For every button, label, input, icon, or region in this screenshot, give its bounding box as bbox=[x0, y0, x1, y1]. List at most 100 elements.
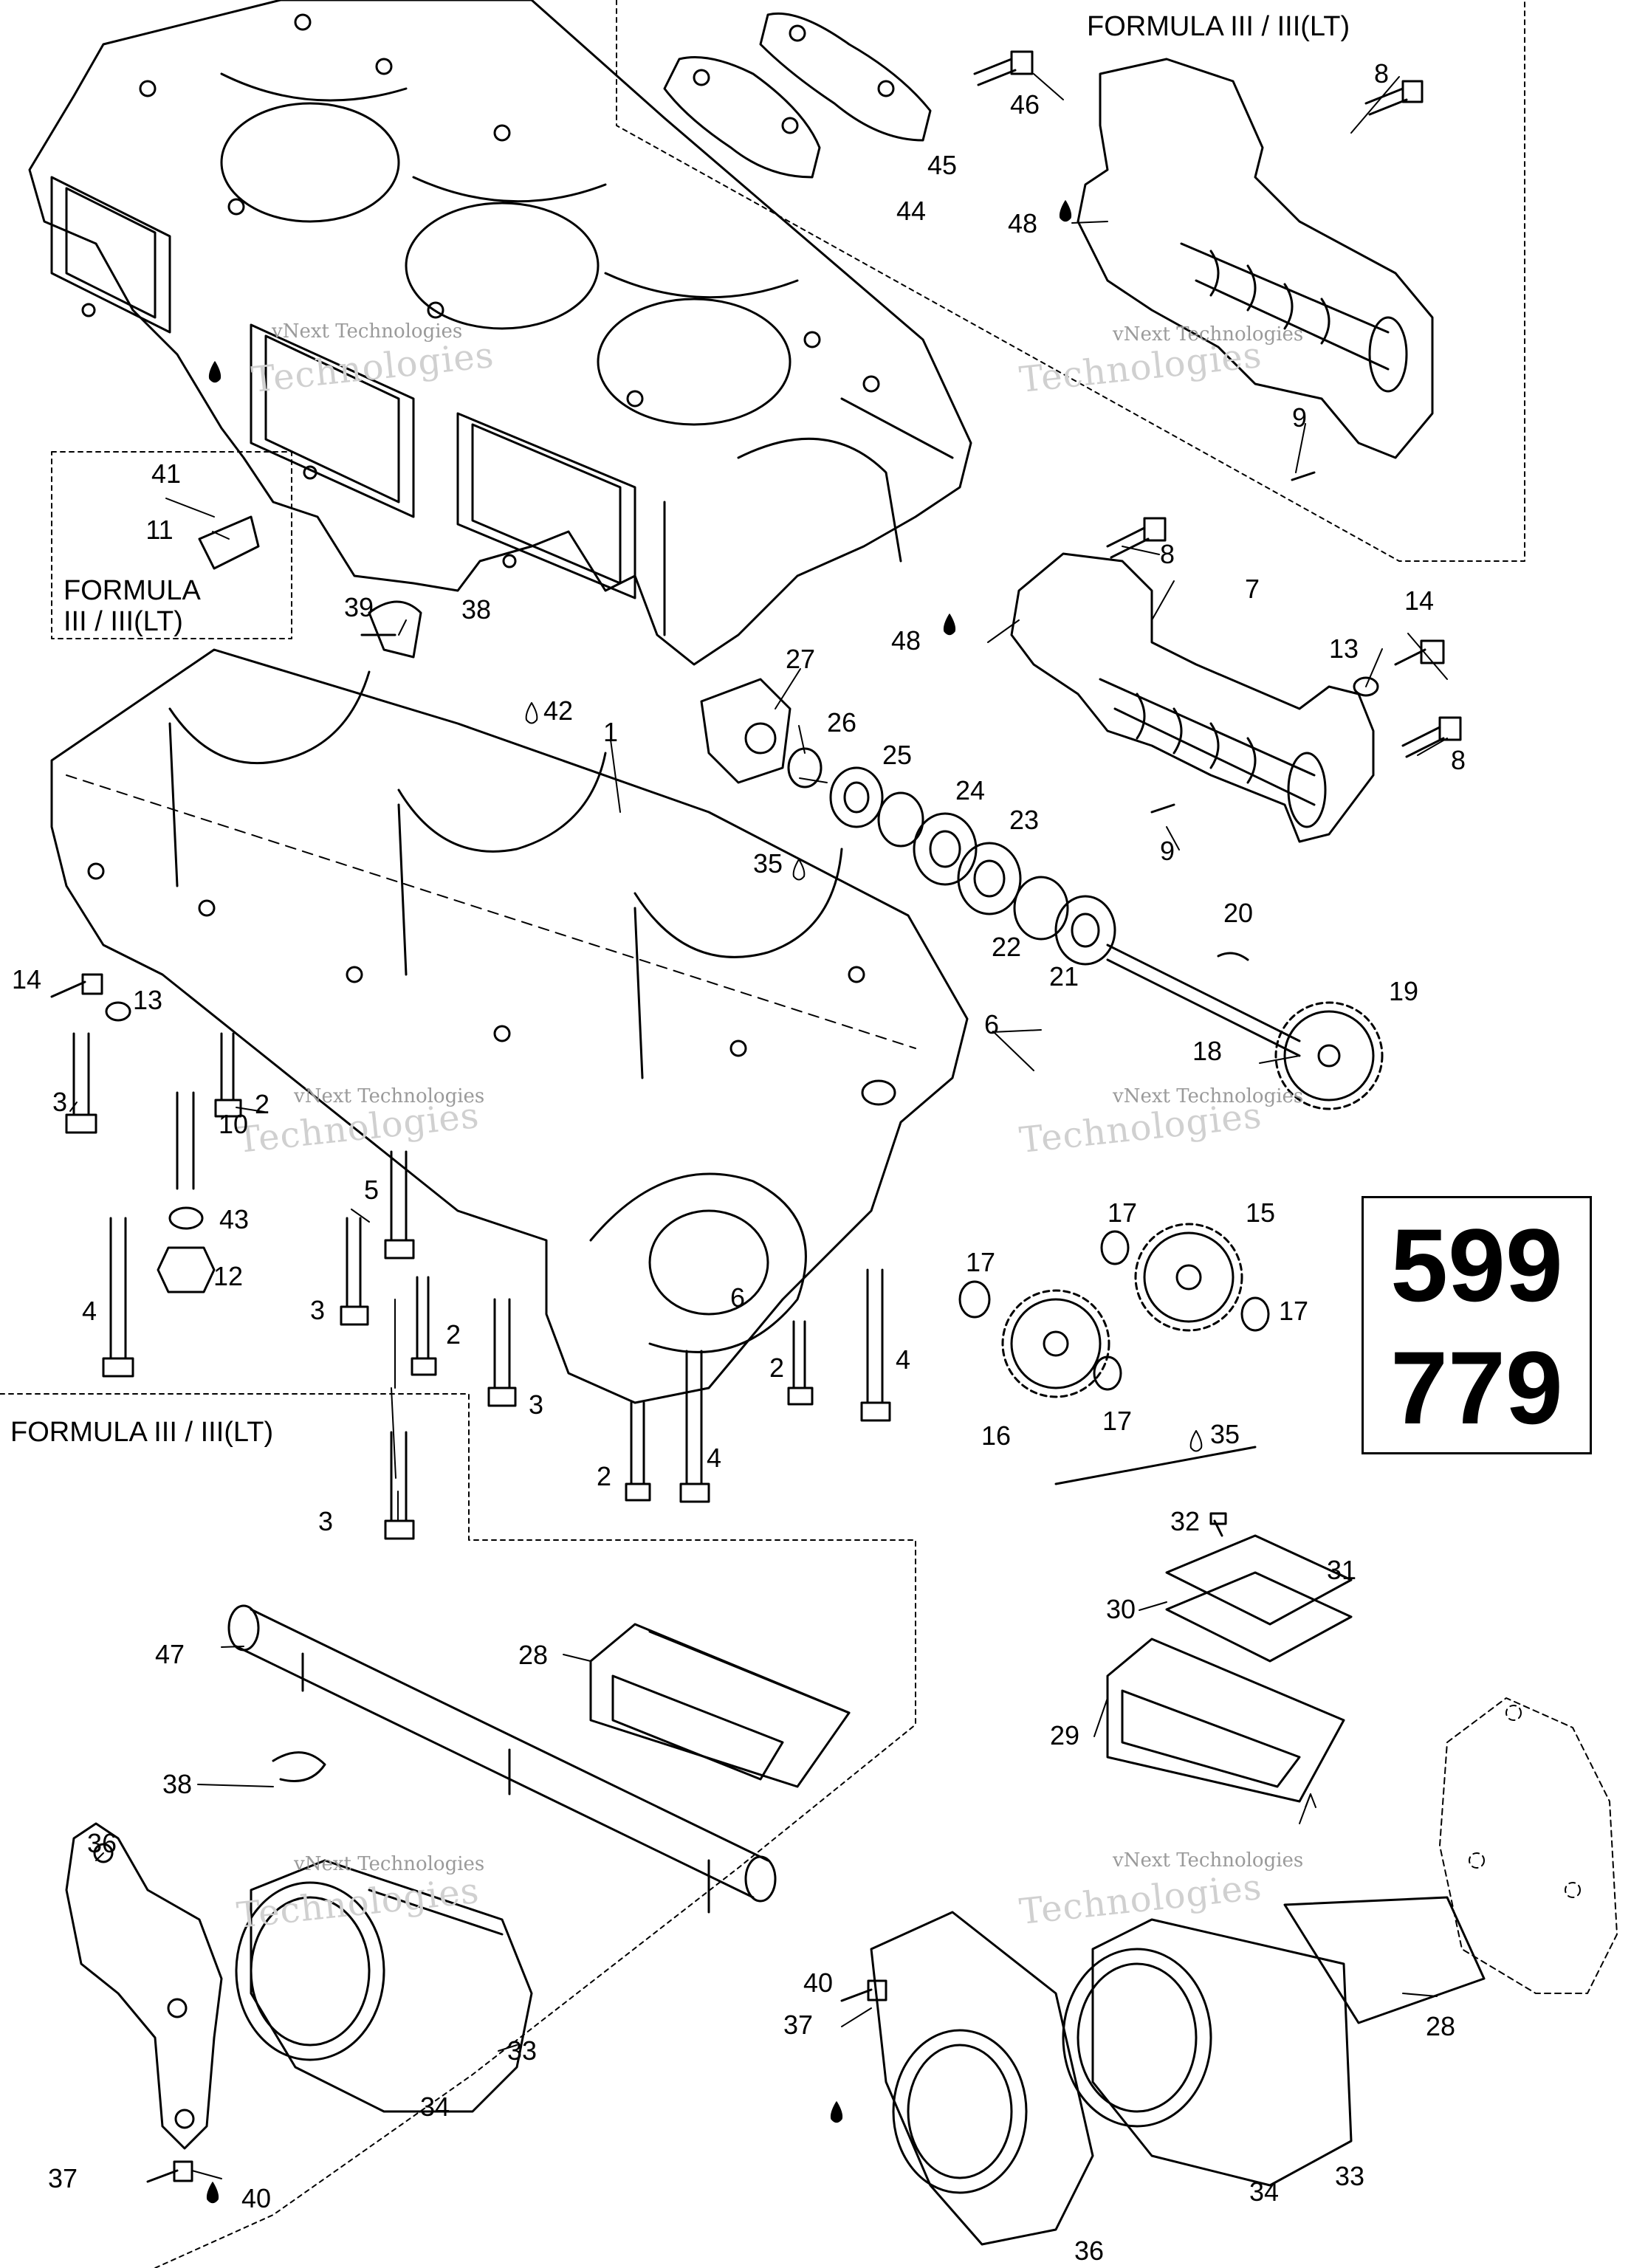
callout-48: 48 bbox=[890, 625, 921, 656]
callout-28: 28 bbox=[518, 1640, 549, 1670]
section-label-formula-top: FORMULA III / III(LT) bbox=[1087, 11, 1350, 42]
callout-31: 31 bbox=[1326, 1555, 1357, 1585]
callout-11: 11 bbox=[145, 515, 174, 545]
callout-17: 17 bbox=[1107, 1197, 1138, 1228]
callout-3: 3 bbox=[317, 1506, 334, 1536]
callout-39: 39 bbox=[343, 592, 374, 622]
callout-33: 33 bbox=[507, 2035, 538, 2066]
callout-43: 43 bbox=[219, 1204, 250, 1234]
oil-drop-outline-markers bbox=[525, 702, 1203, 1452]
callout-44: 44 bbox=[896, 196, 927, 226]
watermark-text: vNext Technologies bbox=[272, 320, 463, 343]
callout-35: 35 bbox=[752, 848, 783, 879]
callout-1: 1 bbox=[602, 717, 619, 747]
callout-36: 36 bbox=[86, 1828, 117, 1858]
callout-14: 14 bbox=[1404, 585, 1435, 616]
callout-15: 15 bbox=[1245, 1197, 1276, 1228]
water-pump-impeller bbox=[700, 678, 792, 784]
callout-40: 40 bbox=[803, 1968, 834, 1998]
rotary-valve-manifold-47 bbox=[227, 1604, 777, 1914]
callout-38: 38 bbox=[461, 594, 492, 625]
gasket-44-45 bbox=[663, 12, 932, 179]
callout-18: 18 bbox=[1192, 1036, 1223, 1066]
callout-19: 19 bbox=[1388, 976, 1419, 1006]
lower-crankcase bbox=[50, 648, 969, 1404]
callout-2: 2 bbox=[254, 1089, 270, 1119]
callout-33: 33 bbox=[1334, 2161, 1365, 2191]
reed-valve-28-left bbox=[589, 1623, 851, 1788]
callout-13: 13 bbox=[132, 985, 163, 1015]
callout-25: 25 bbox=[882, 740, 913, 770]
rotary-valve-housing-33-right bbox=[1062, 1896, 1486, 2187]
callout-21: 21 bbox=[1048, 961, 1079, 992]
callout-3: 3 bbox=[528, 1389, 544, 1420]
callout-3: 3 bbox=[52, 1087, 68, 1117]
callout-45: 45 bbox=[927, 150, 958, 180]
callout-17: 17 bbox=[1102, 1406, 1133, 1436]
callout-6: 6 bbox=[729, 1282, 746, 1313]
callout-30: 30 bbox=[1105, 1594, 1136, 1624]
callout-27: 27 bbox=[785, 644, 816, 674]
callout-48: 48 bbox=[1007, 208, 1038, 238]
bolts bbox=[50, 50, 1462, 1540]
section-label-formula-left: FORMULA bbox=[63, 575, 201, 606]
oil-drop-markers bbox=[206, 200, 1072, 2204]
fitting-11-and-clamps bbox=[198, 515, 422, 1782]
callout-42: 42 bbox=[543, 695, 574, 726]
bracket-36-left bbox=[65, 1822, 223, 2150]
callout-28: 28 bbox=[1425, 2011, 1456, 2041]
callout-34: 34 bbox=[419, 2092, 450, 2122]
watermark-text: vNext Technologies bbox=[294, 1853, 485, 1875]
callout-16: 16 bbox=[981, 1420, 1012, 1451]
callout-47: 47 bbox=[154, 1639, 185, 1669]
watermark-text: vNext Technologies bbox=[294, 1085, 485, 1107]
watermark-text: vNext Technologies bbox=[1113, 323, 1304, 346]
callout-35: 35 bbox=[1209, 1419, 1240, 1449]
callout-13: 13 bbox=[1328, 633, 1359, 664]
rotary-valve-cover-bottom bbox=[1010, 552, 1375, 843]
section-boundary-lines bbox=[0, 0, 1525, 2268]
callout-36: 36 bbox=[1074, 2236, 1105, 2266]
callout-12: 12 bbox=[213, 1261, 244, 1291]
bracket-36-right bbox=[870, 1911, 1094, 2246]
model-number-779: 779 bbox=[1390, 1330, 1563, 1446]
washers-nuts-studs bbox=[105, 471, 1379, 1293]
callout-4: 4 bbox=[706, 1443, 722, 1473]
callout-23: 23 bbox=[1009, 805, 1040, 835]
callout-22: 22 bbox=[991, 932, 1022, 962]
model-number-box: 599 779 bbox=[1362, 1196, 1592, 1454]
callout-41: 41 bbox=[151, 458, 182, 489]
callout-2: 2 bbox=[596, 1461, 612, 1491]
phantom-rotary-valve-cover bbox=[1439, 1697, 1618, 1994]
callout-7: 7 bbox=[1244, 574, 1260, 604]
callout-2: 2 bbox=[445, 1319, 461, 1350]
rotary-valve-cover-top bbox=[1077, 58, 1434, 459]
callout-37: 37 bbox=[783, 2010, 814, 2040]
small-bolts-37-32 bbox=[146, 1512, 1227, 2183]
watermark-text: vNext Technologies bbox=[1113, 1085, 1304, 1107]
callout-9: 9 bbox=[1291, 402, 1308, 433]
callout-4: 4 bbox=[895, 1344, 911, 1375]
upper-crankcase bbox=[28, 0, 972, 666]
seals-and-bearings bbox=[787, 747, 1116, 966]
callout-4: 4 bbox=[81, 1296, 97, 1326]
callout-26: 26 bbox=[826, 707, 857, 738]
callout-6: 6 bbox=[983, 1009, 1000, 1040]
model-number-599: 599 bbox=[1390, 1207, 1563, 1323]
callout-2: 2 bbox=[769, 1353, 785, 1383]
callout-9: 9 bbox=[1159, 836, 1175, 866]
pump-shaft-and-gear bbox=[1106, 944, 1384, 1110]
callout-20: 20 bbox=[1223, 898, 1254, 928]
callout-10: 10 bbox=[218, 1109, 249, 1139]
callout-17: 17 bbox=[1278, 1296, 1309, 1326]
leader-lines bbox=[69, 73, 1448, 2179]
callout-32: 32 bbox=[1170, 1506, 1201, 1536]
callout-14: 14 bbox=[11, 964, 42, 994]
callout-5: 5 bbox=[363, 1175, 380, 1205]
callout-24: 24 bbox=[955, 775, 986, 805]
section-label-formula-mid: FORMULA III / III(LT) bbox=[10, 1417, 274, 1448]
rotary-valve-housing-33-left bbox=[235, 1859, 533, 2113]
gears-15-16 bbox=[958, 1223, 1270, 1485]
callout-17: 17 bbox=[965, 1247, 996, 1277]
